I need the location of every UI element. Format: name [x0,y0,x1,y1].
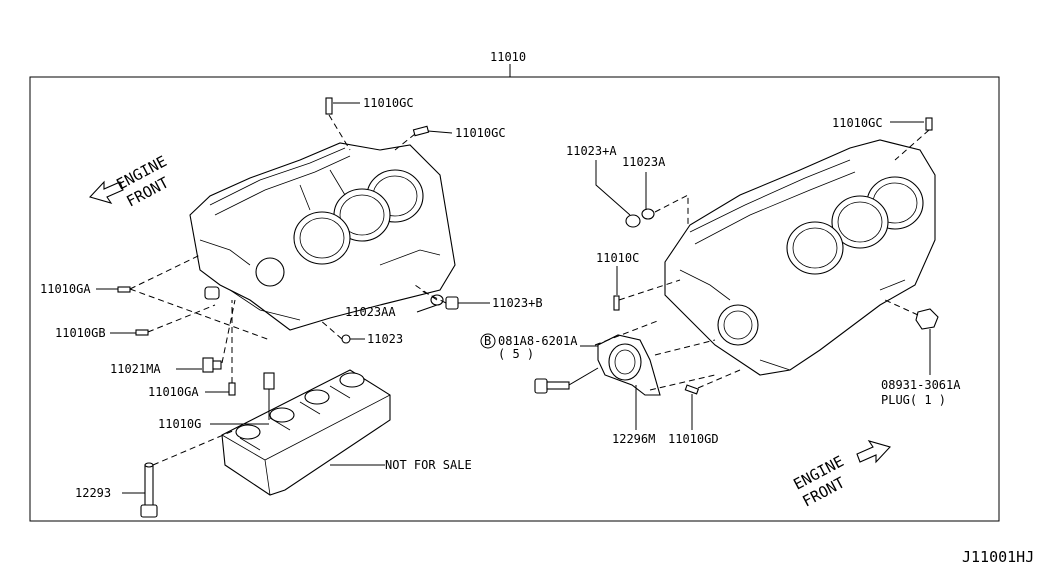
dowel-pin-11010g [263,372,275,390]
cylinder-block-right [664,139,936,376]
engine-front-arrow-right [856,440,892,464]
label-11023a: 11023A [622,155,666,169]
main-bearing-cap-not-for-sale [221,369,391,496]
washer-11023a [641,208,655,220]
plug-11023b [445,296,459,310]
label-not-for-sale: NOT FOR SALE [385,458,472,472]
assembly-frame [29,76,1000,522]
assembly-number: 11010 [490,50,526,64]
label-11023plusa: 11023+A [566,144,617,158]
label-08931-3061a: 08931-3061A [881,378,961,392]
label-11021ma: 11021MA [110,362,161,376]
dowel-pin-11010gd [684,384,700,395]
rear-oil-seal-retainer-12296m [597,334,661,396]
label-11010gd: 11010GD [668,432,719,446]
label-11010ga-1: 11010GA [40,282,91,296]
plug-11023-left [341,334,351,344]
label-11023b: 11023+B [492,296,543,310]
label-081a8-qty: ( 5 ) [498,347,534,361]
dowel-pin-11010gc-right-block [925,117,933,131]
label-11023aa: 11023AA [345,305,396,319]
dowel-pin-11010ga-left [117,286,131,293]
plug-08931-3061a [915,308,939,330]
engine-front-arrow-left [88,180,124,204]
label-plug-qty: PLUG( 1 ) [881,393,946,407]
label-12293: 12293 [75,486,111,500]
label-11010gc-3: 11010GC [832,116,883,130]
label-11010ga-2: 11010GA [148,385,199,399]
bolt-11021ma [202,357,222,373]
dowel-pin-11010c [613,295,620,311]
label-11010g: 11010G [158,417,201,431]
label-081a8-6201a: 081A8-6201A [498,334,578,348]
label-11010c: 11010C [596,251,639,265]
label-12296m: 12296M [612,432,655,446]
dowel-pin-11010gc-top [325,97,333,115]
bolt-12293 [140,462,158,518]
circle-b-letter: B [484,334,491,348]
diagram-id: J11001HJ [962,548,1034,566]
sensor-plug-11023aa [204,286,220,300]
bolt-081a8-6201a [534,378,570,394]
circle-b-marker [480,333,496,349]
plug-11023plusa [625,214,641,228]
label-11010gc-1: 11010GC [363,96,414,110]
dowel-pin-11010gb [135,329,149,336]
cylinder-block-left [189,142,456,331]
label-11010gb: 11010GB [55,326,106,340]
dowel-pin-11010gc-right [412,125,430,137]
dowel-pin-11010ga-bottom [228,382,236,396]
label-11010gc-2: 11010GC [455,126,506,140]
label-11023: 11023 [367,332,403,346]
